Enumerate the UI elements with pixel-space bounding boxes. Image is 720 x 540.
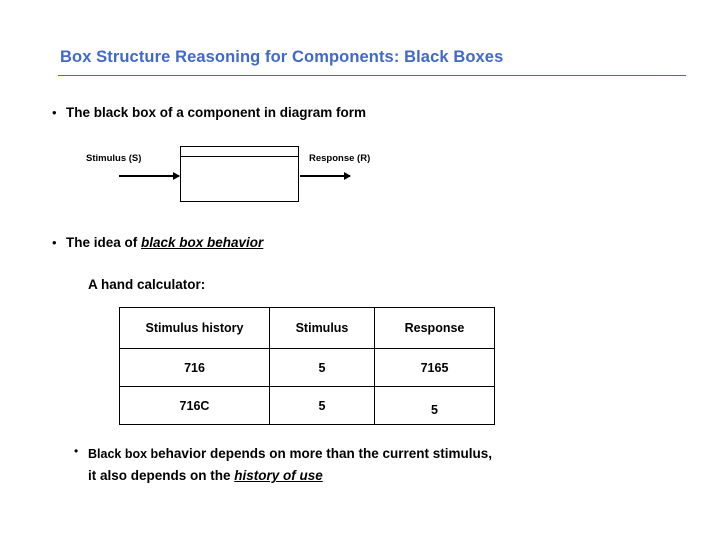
bullet-text-history-of-use: Black box behavior depends on more than … <box>88 443 492 486</box>
black-box-header-divider <box>181 156 298 157</box>
cell-stimulus: 5 <box>269 386 375 425</box>
response-arrow-icon <box>300 172 351 180</box>
cell-response: 5 <box>374 386 495 425</box>
bullet-text-lead: The idea of <box>66 235 142 250</box>
bullet-marker-icon: • <box>74 444 79 458</box>
table-header-response: Response <box>374 307 495 349</box>
hand-calculator-table: Stimulus history Stimulus Response 716 5… <box>119 307 495 425</box>
table-header-stimulus: Stimulus <box>269 307 375 349</box>
table-row: 716 5 7165 <box>119 348 495 387</box>
cell-stimulus-history: 716 <box>119 348 270 387</box>
response-label: Response (R) <box>309 153 371 164</box>
stimulus-label: Stimulus (S) <box>86 153 142 164</box>
bullet-text-emphasis: black box behavior <box>141 235 264 250</box>
black-box-shape <box>180 146 299 202</box>
bullet-item-black-box-behavior: • The idea of black box behavior <box>52 234 263 251</box>
bullet-marker-icon: • <box>52 105 57 120</box>
stimulus-arrow-icon <box>119 172 180 180</box>
table-row: 716C 5 5 <box>119 386 495 425</box>
bullet-item-diagram-form: • The black box of a component in diagra… <box>52 104 366 121</box>
bullet-text-line1-rest: ehavior depends on more than the current… <box>158 446 492 461</box>
cell-stimulus-history: 716C <box>119 386 270 425</box>
bullet-item-history-of-use: • Black box behavior depends on more tha… <box>74 443 492 486</box>
bullet-text-black-box-behavior: The idea of black box behavior <box>66 234 263 251</box>
cell-stimulus: 5 <box>269 348 375 387</box>
cell-response: 7165 <box>374 348 495 387</box>
title-divider <box>58 75 686 76</box>
bullet-text-lead: Black box b <box>88 447 159 461</box>
cell-response-value: 5 <box>431 402 438 417</box>
bullet-text-diagram-form: The black box of a component in diagram … <box>66 105 367 120</box>
bullet-marker-icon: • <box>52 235 57 250</box>
page-title: Box Structure Reasoning for Components: … <box>60 48 504 66</box>
section-subheading: A hand calculator: <box>88 277 206 292</box>
table-header-row: Stimulus history Stimulus Response <box>119 307 495 349</box>
bullet-text-line2-emphasis: history of use <box>234 468 323 483</box>
bullet-text-line2-lead: it also depends on the <box>88 468 235 483</box>
table-header-stimulus-history: Stimulus history <box>119 307 270 349</box>
